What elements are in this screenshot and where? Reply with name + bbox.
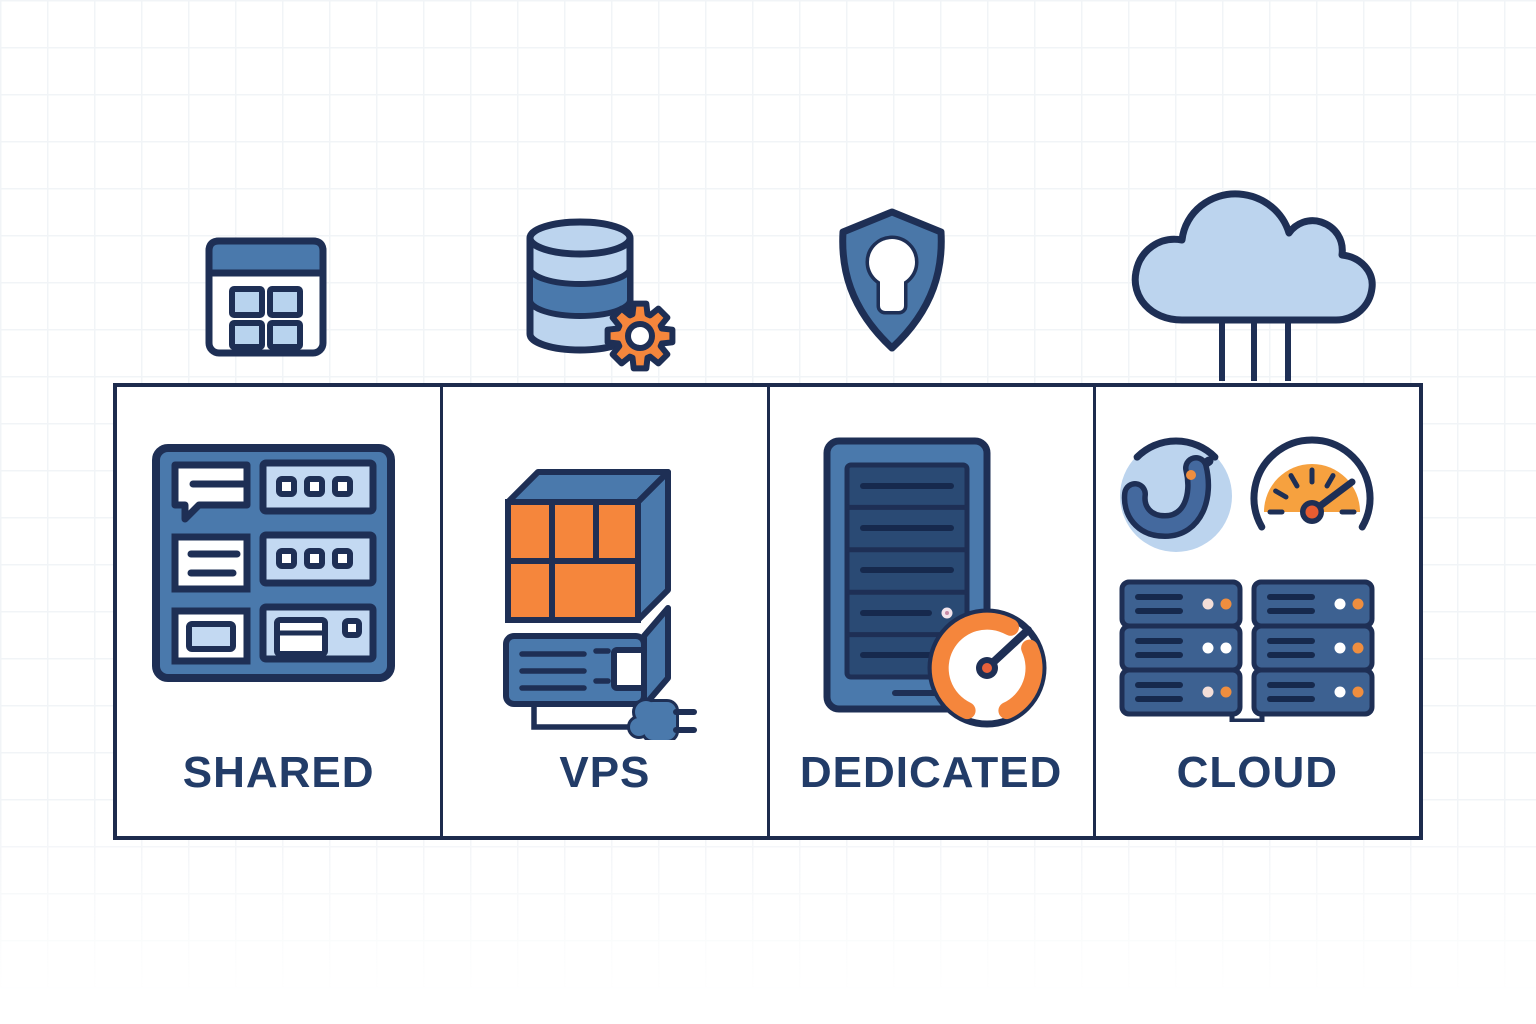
panel-shared: SHARED [117, 387, 441, 836]
power-plug-icon [626, 698, 697, 743]
gear-icon [604, 300, 676, 372]
virtual-server-plug-icon [486, 440, 701, 745]
panel-vps: VPS [440, 387, 767, 836]
calendar-grid-icon [205, 237, 327, 357]
cloud-cluster-icon [1112, 432, 1382, 727]
hosting-comparison-table: SHARED [113, 383, 1423, 840]
panel-label-vps: VPS [559, 748, 651, 797]
server-stack-right-icon [1251, 579, 1375, 717]
stack-connector-line [1229, 714, 1265, 724]
speedometer-icon [1250, 436, 1374, 531]
database-gear-icon [522, 216, 682, 376]
shield-keyhole-icon [832, 205, 952, 355]
panel-dedicated: DEDICATED [766, 387, 1093, 836]
tower-server-gauge-icon [815, 433, 1055, 738]
gauge-icon [927, 608, 1047, 728]
panel-label-dedicated: DEDICATED [799, 748, 1063, 797]
panel-label-cloud: CLOUD [1176, 748, 1339, 797]
panel-cloud: CLOUD [1092, 387, 1419, 836]
migration-bird-icon [1120, 437, 1233, 552]
server-stack-left-icon [1119, 579, 1243, 717]
shared-rack-icon [151, 443, 396, 688]
panel-label-shared: SHARED [182, 748, 375, 797]
cloud-icon [1118, 175, 1388, 385]
